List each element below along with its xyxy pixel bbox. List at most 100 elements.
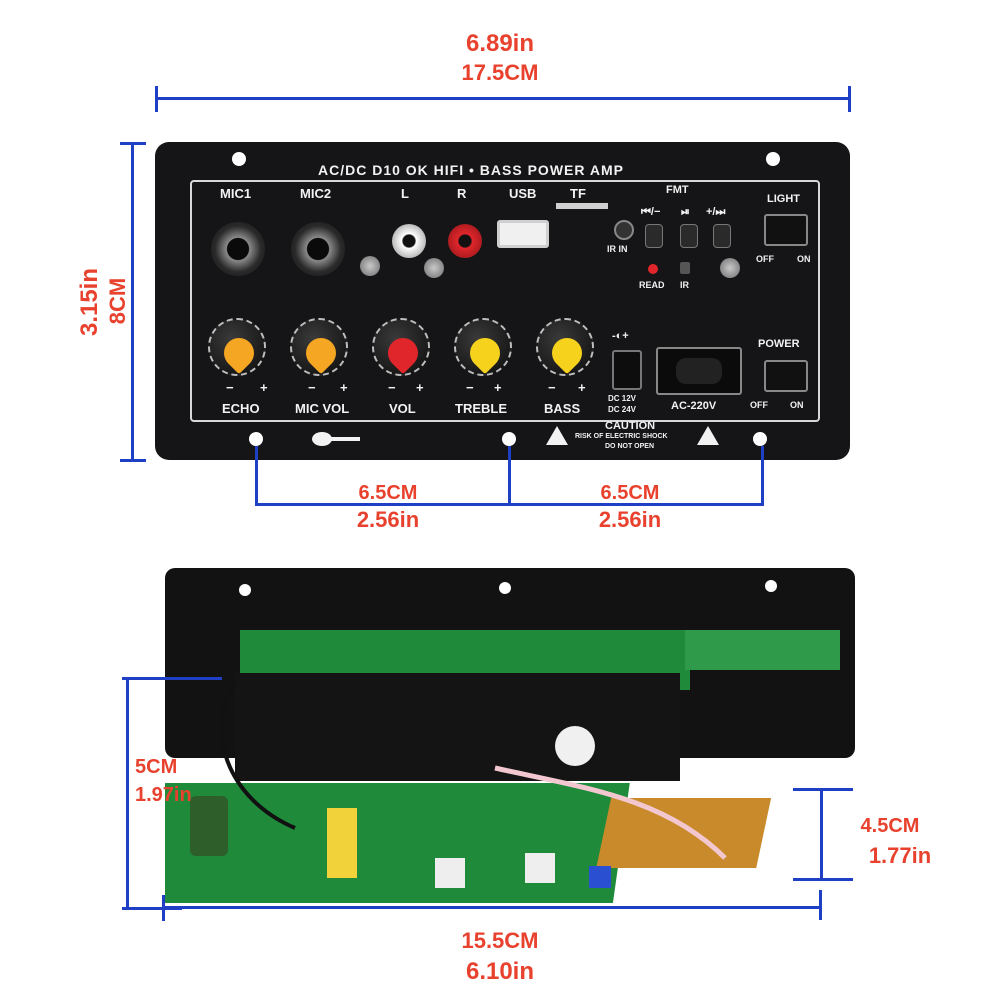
treble-knob-cap (463, 331, 507, 375)
ac-socket-inner (676, 358, 722, 384)
top-width-tick-right (848, 86, 851, 112)
height-cm: 8CM (105, 277, 130, 325)
warranty-sticker (555, 726, 595, 766)
panel-title: AC/DC D10 OK HIFI • BASS POWER AMP (318, 162, 624, 178)
vol-knob[interactable] (372, 318, 430, 376)
usb-label: USB (509, 186, 537, 201)
board-height-tick-bottom (793, 878, 853, 881)
board-depth-tick-top (122, 677, 222, 680)
tf-card-slot[interactable] (556, 203, 608, 209)
hole-spacing-left-in: 2.56in (356, 507, 420, 532)
trimmer-blue (589, 866, 611, 888)
echo-knob-cap (217, 331, 261, 375)
hole-spacing-left-cm: 6.5CM (358, 482, 418, 504)
board-length-in: 6.10in (465, 958, 535, 985)
light-switch[interactable] (764, 214, 808, 246)
cable-white-pink (494, 765, 727, 860)
treble-label: TREBLE (455, 401, 507, 416)
echo-plus: + (260, 380, 268, 395)
echo-minus: − (226, 380, 234, 395)
bass-plus: + (578, 380, 586, 395)
mount-hole-top-right (766, 152, 780, 166)
mic-vol-plus: + (340, 380, 348, 395)
treble-knob[interactable] (454, 318, 512, 376)
mic-vol-minus: − (308, 380, 316, 395)
board-length-tick-right (819, 890, 822, 920)
control-pcb (685, 630, 840, 670)
bass-label: BASS (544, 401, 581, 416)
board-height-line (820, 790, 823, 880)
power-switch[interactable] (764, 360, 808, 392)
board-depth-tick-bottom (122, 907, 182, 910)
power-off-label: OFF (750, 400, 768, 410)
read-led (648, 264, 658, 274)
prev-button[interactable] (645, 224, 663, 248)
bass-minus: − (548, 380, 556, 395)
mount-hole-top-left (232, 152, 246, 166)
warning-triangle-icon-right (697, 426, 719, 445)
board-depth-line (126, 678, 129, 910)
usb-port[interactable] (497, 220, 549, 248)
warning-triangle-icon (546, 426, 568, 445)
height-tick-top (120, 142, 146, 145)
hole-spacing-tick-left (255, 446, 258, 506)
rca-left-jack[interactable] (392, 224, 426, 258)
echo-label: ECHO (222, 401, 260, 416)
panel-screw-center (424, 258, 444, 278)
ir-receiver (680, 262, 690, 274)
hole-spacing-tick-right (761, 446, 764, 506)
rear-hole-center (499, 582, 511, 594)
height-in: 3.15in (76, 267, 103, 337)
board-height-cm: 4.5CM (860, 815, 920, 837)
mic-vol-knob-cap (299, 331, 343, 375)
cable-black (219, 681, 296, 830)
mount-hole-bottom-center (502, 432, 516, 446)
height-line (131, 143, 134, 461)
heatsink-block (235, 673, 680, 781)
board-length-line (163, 906, 821, 909)
mic1-label: MIC1 (220, 186, 252, 201)
rca-right-jack[interactable] (448, 224, 482, 258)
caution-line-2: DO NOT OPEN (605, 443, 655, 450)
height-tick-bottom (120, 459, 146, 462)
next-button-label: +/⏭ (706, 206, 726, 218)
mic2-label: MIC2 (300, 186, 332, 201)
mic2-jack[interactable] (291, 222, 345, 276)
power-label: POWER (758, 338, 800, 350)
hole-spacing-right-in: 2.56in (598, 507, 662, 532)
bass-knob-cap (545, 331, 589, 375)
treble-plus: + (494, 380, 502, 395)
echo-knob[interactable] (208, 318, 266, 376)
dc-power-jack[interactable] (612, 350, 642, 390)
vol-label: VOL (389, 401, 416, 416)
play-pause-button[interactable] (680, 224, 698, 248)
mic-vol-knob[interactable] (290, 318, 348, 376)
mount-hole-bottom-right (753, 432, 767, 446)
rear-hole-right (765, 580, 777, 592)
ir-in-jack[interactable] (614, 220, 634, 240)
potentiometer-board (596, 798, 772, 868)
r-label: R (457, 186, 467, 201)
hole-spacing-right-cm: 6.5CM (600, 482, 660, 504)
bass-knob[interactable] (536, 318, 594, 376)
ir-label: IR (680, 280, 689, 290)
mic1-jack[interactable] (211, 222, 265, 276)
vol-plus: + (416, 380, 424, 395)
connector-white-2 (525, 853, 555, 883)
tf-label: TF (570, 186, 586, 201)
dc-24v-label: DC 24V (608, 405, 637, 414)
amplifier-front-panel (155, 142, 850, 460)
top-width-in: 6.89in (465, 30, 535, 57)
next-button[interactable] (713, 224, 731, 248)
read-label: READ (639, 280, 665, 290)
rear-hole-left (239, 584, 251, 596)
ac-220v-label: AC-220V (671, 400, 717, 412)
transformer-coil (327, 808, 357, 878)
board-length-tick-left (162, 895, 165, 921)
treble-minus: − (466, 380, 474, 395)
vol-minus: − (388, 380, 396, 395)
mic-vol-label: MIC VOL (295, 401, 350, 416)
prev-button-label: ⏮/− (641, 206, 661, 218)
top-width-line (156, 97, 850, 100)
light-label: LIGHT (767, 193, 800, 205)
